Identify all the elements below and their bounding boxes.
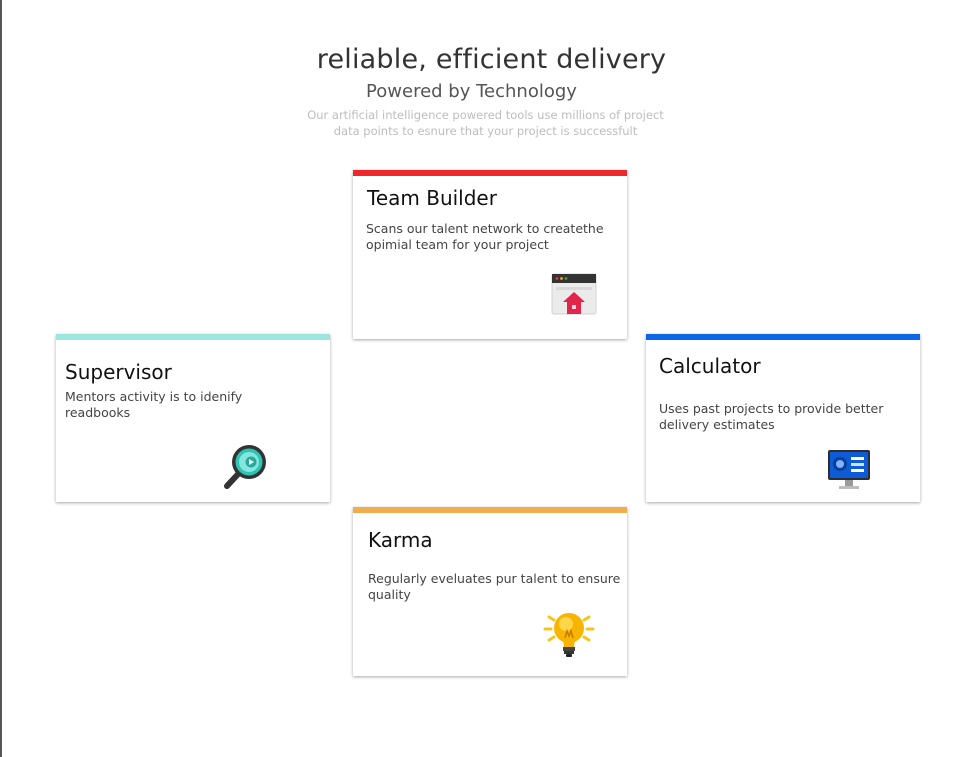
card-accent-bar [56, 334, 330, 340]
card-accent-bar [646, 334, 920, 340]
page-tagline: Our artificial intelligence powered tool… [307, 108, 664, 138]
page-left-border [0, 0, 2, 757]
card-team-builder[interactable]: Team Builder Scans our talent network to… [353, 170, 627, 339]
card-description: Mentors activity is to idenify readbooks [65, 389, 243, 420]
card-supervisor[interactable]: Supervisor Mentors activity is to idenif… [56, 334, 330, 502]
card-description: Scans our talent network to createthe op… [366, 221, 604, 252]
card-karma[interactable]: Karma Regularly eveluates pur talent to … [353, 507, 627, 676]
card-title: Karma [368, 528, 433, 552]
card-title: Supervisor [65, 360, 172, 384]
card-calculator[interactable]: Calculator Uses past projects to provide… [646, 334, 920, 502]
page-subheadline: Powered by Technology [366, 81, 577, 102]
browser-home-icon [551, 273, 597, 321]
card-title: Team Builder [367, 186, 497, 210]
magnifier-play-icon [221, 442, 273, 496]
monitor-dashboard-icon [827, 449, 871, 495]
card-accent-bar [353, 507, 627, 513]
card-accent-bar [353, 170, 627, 176]
page-headline: reliable, efficient delivery [316, 44, 667, 75]
lightbulb-icon [541, 607, 597, 667]
card-description: Regularly eveluates pur talent to ensure… [368, 571, 621, 602]
card-title: Calculator [659, 354, 761, 378]
card-description: Uses past projects to provide better del… [659, 401, 884, 432]
